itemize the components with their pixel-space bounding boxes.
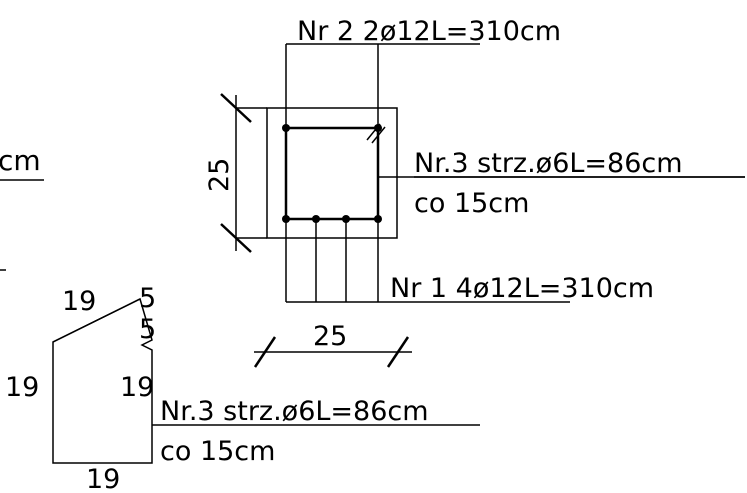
stirrup-callout-line2: co 15cm xyxy=(160,436,275,467)
stirrup-callout-line1: Nr.3 strz.ø6L=86cm xyxy=(160,396,429,427)
stirrup-hook-side-dim: 5 xyxy=(139,314,156,345)
bar2-callout: Nr 2 2ø12L=310cm xyxy=(297,16,561,47)
stirrup-right-dim: 19 xyxy=(120,372,154,403)
stirrup-bottom-dim: 19 xyxy=(86,464,120,493)
bar3-callout-line1: Nr.3 strz.ø6L=86cm xyxy=(414,148,683,179)
left-partial-label: cm xyxy=(0,144,41,177)
bar3-callout-line2: co 15cm xyxy=(414,188,529,219)
section-width-dimension: 25 xyxy=(253,321,412,368)
bar1-callout: Nr 1 4ø12L=310cm xyxy=(390,273,654,304)
concrete-outline xyxy=(266,107,398,239)
stirrup-left-dim: 19 xyxy=(5,372,39,403)
stirrup-outline xyxy=(284,126,380,221)
stirrup-top-dim: 19 xyxy=(62,286,96,317)
section-height-dimension: 25 xyxy=(204,93,267,253)
stirrup-shape: 19 5 5 19 19 19 xyxy=(5,283,480,493)
stirrup-hook-top-dim: 5 xyxy=(139,283,156,314)
section-height-label: 25 xyxy=(204,158,235,192)
left-partial-callout: cm xyxy=(0,144,44,271)
section-width-label: 25 xyxy=(313,321,347,352)
